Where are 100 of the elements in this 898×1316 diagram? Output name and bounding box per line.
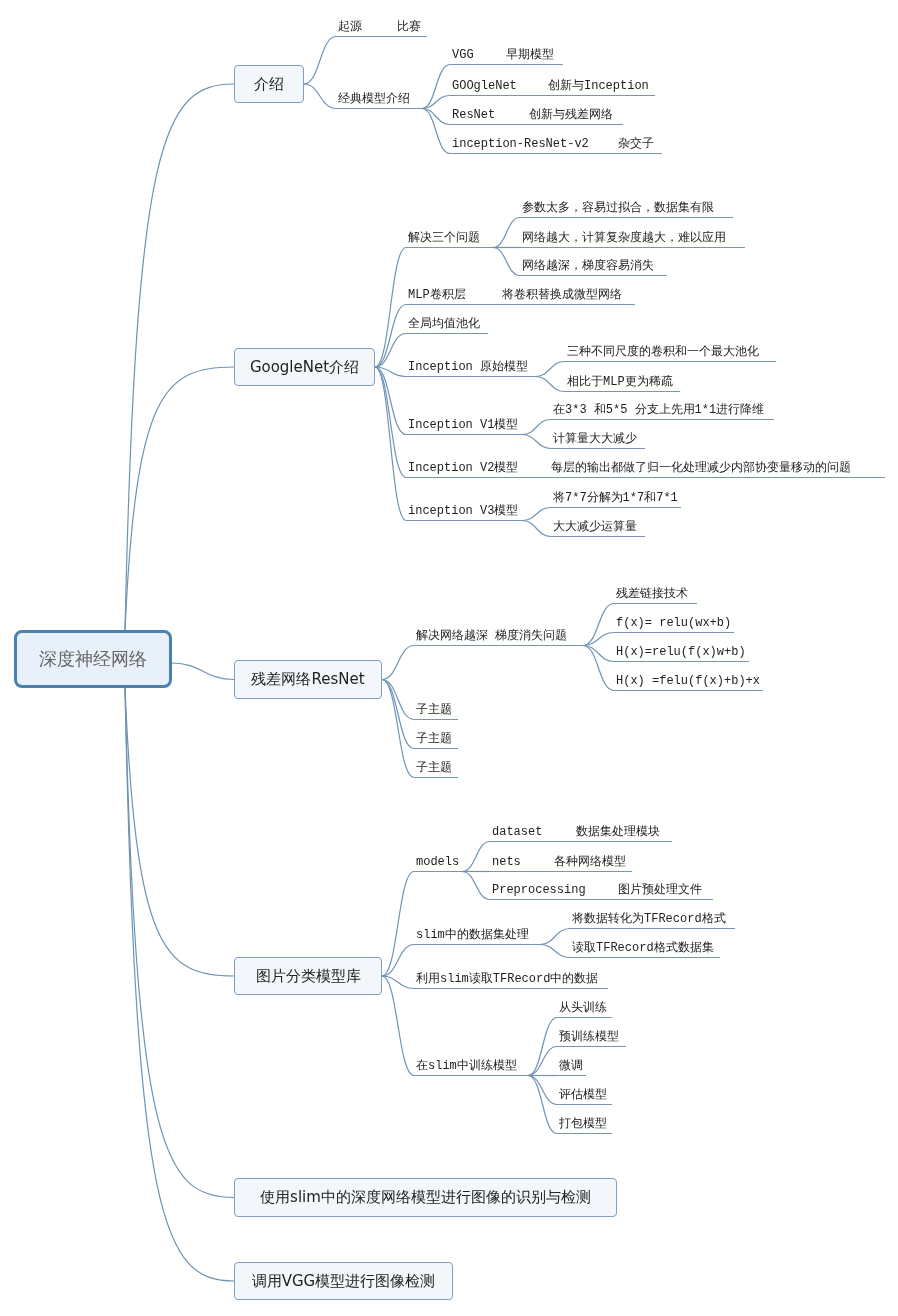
subtopic-underline (565, 343, 776, 362)
subtopic-label: 大大减少运算量 (553, 520, 637, 534)
subtopic-underline (414, 926, 540, 945)
branch-line (527, 1074, 558, 1135)
branch-line (521, 519, 552, 538)
subtopic-label: GOOgleNet (452, 79, 517, 93)
note-label: 数据集处理模块 (576, 825, 660, 839)
subtopic-label: 子主题 (416, 761, 452, 775)
topic-box (234, 957, 382, 995)
subtopic-underline (414, 627, 583, 646)
subtopic-label: Inception V2模型 (408, 461, 519, 475)
subtopic-label: 利用slim读取TFRecord中的数据 (416, 972, 599, 986)
topic-box (234, 1262, 453, 1300)
note-label: 图片预处理文件 (618, 883, 702, 897)
subtopic-label: 打包模型 (559, 1117, 607, 1131)
subtopic-underline (557, 999, 612, 1018)
subtopic-underline (551, 401, 774, 420)
note-label: 早期模型 (506, 48, 554, 62)
subtopic-label: 网络越深，梯度容易消失 (522, 259, 654, 273)
branch-line (381, 975, 415, 1077)
topic-box (234, 660, 382, 699)
branch-line (303, 83, 337, 110)
subtopic-label: Inception 原始模型 (408, 360, 528, 374)
branch-line (374, 366, 407, 522)
branch-line (381, 644, 415, 681)
subtopic-label: VGG (452, 48, 474, 62)
subtopic-underline (565, 373, 680, 392)
subtopic-label: 相比于MLP更为稀疏 (567, 375, 673, 389)
subtopic-label: 子主题 (416, 732, 452, 746)
branch-line (534, 375, 566, 393)
subtopic-underline (414, 701, 458, 720)
subtopic-label: 在slim中训练模型 (416, 1059, 517, 1073)
branch-line (374, 366, 407, 479)
note-label: 每层的输出都做了归一化处理减少内部协变量移动的问题 (551, 461, 851, 475)
subtopic-underline (557, 1086, 612, 1105)
subtopic-label: 网络越大，计算复杂度越大，难以应用 (522, 231, 726, 245)
subtopic-label: 微调 (559, 1059, 583, 1073)
subtopic-label: Preprocessing (492, 883, 586, 897)
note-label: 杂交子 (618, 137, 654, 151)
branch-line (521, 433, 552, 450)
subtopic-label: 计算量大大减少 (553, 432, 637, 446)
subtopic-label: 预训练模型 (559, 1030, 619, 1044)
subtopic-underline (551, 430, 645, 449)
branch-line (421, 63, 451, 110)
subtopic-underline (570, 910, 735, 929)
subtopic-label: slim中的数据集处理 (416, 928, 529, 942)
subtopic-underline (557, 1028, 626, 1047)
branch-line (381, 870, 415, 977)
subtopic-label: 从头训练 (559, 1001, 607, 1015)
subtopic-label: 起源 (338, 20, 362, 34)
branch-line (381, 975, 415, 990)
note-label: 比赛 (397, 20, 421, 34)
subtopic-underline (450, 135, 662, 154)
branch-line (461, 870, 491, 901)
subtopic-underline (520, 199, 733, 218)
subtopic-label: 解决三个问题 (408, 231, 480, 245)
topic-label: 调用VGG模型进行图像检测 (251, 1271, 436, 1291)
topic-label: GoogleNet介绍 (249, 357, 360, 377)
subtopic-label: 残差链接技术 (616, 587, 688, 601)
branch-line (421, 107, 451, 155)
topic-label: 深度神经网络 (39, 647, 147, 671)
topic-box (234, 1178, 617, 1217)
subtopic-underline (406, 459, 885, 478)
branch-line (492, 246, 521, 277)
central-topic-box (14, 630, 172, 688)
branch-line (124, 366, 235, 631)
subtopic-underline (450, 77, 655, 96)
topic-label: 残差网络ResNet (251, 670, 365, 689)
subtopic-underline (520, 229, 745, 248)
subtopic-label: 全局均值池化 (408, 317, 480, 331)
subtopic-underline (336, 90, 422, 109)
subtopic-label: 三种不同尺度的卷积和一个最大池化 (567, 345, 759, 359)
subtopic-underline (551, 518, 645, 537)
branch-line (381, 678, 415, 750)
subtopic-underline (490, 881, 713, 900)
subtopic-label: H(x)=relu(f(x)w+b) (616, 645, 746, 659)
subtopic-underline (414, 730, 458, 749)
subtopic-label: 在3*3 和5*5 分支上先用1*1进行降维 (553, 403, 765, 417)
branch-line (527, 1045, 558, 1077)
branch-line (539, 943, 571, 959)
subtopic-underline (614, 585, 697, 604)
subtopic-label: nets (492, 855, 521, 869)
subtopic-underline (450, 46, 563, 65)
branch-line (374, 246, 407, 368)
subtopic-label: 经典模型介绍 (338, 92, 410, 106)
subtopic-label: models (416, 855, 460, 869)
subtopic-underline (406, 229, 493, 248)
subtopic-label: 将数据转化为TFRecord格式 (572, 912, 726, 926)
subtopic-label: dataset (492, 825, 543, 839)
subtopic-label: MLP卷积层 (408, 288, 466, 302)
subtopic-label: 将7*7分解为1*7和7*1 (553, 491, 678, 505)
branch-line (303, 35, 337, 85)
subtopic-underline (450, 106, 623, 125)
subtopic-underline (490, 823, 672, 842)
subtopic-label: H(x) =felu(f(x)+b)+x (616, 674, 761, 688)
subtopic-underline (570, 939, 720, 958)
subtopic-label: 评估模型 (559, 1088, 607, 1102)
subtopic-underline (406, 286, 635, 305)
subtopic-underline (406, 315, 488, 334)
subtopic-underline (414, 1057, 528, 1076)
